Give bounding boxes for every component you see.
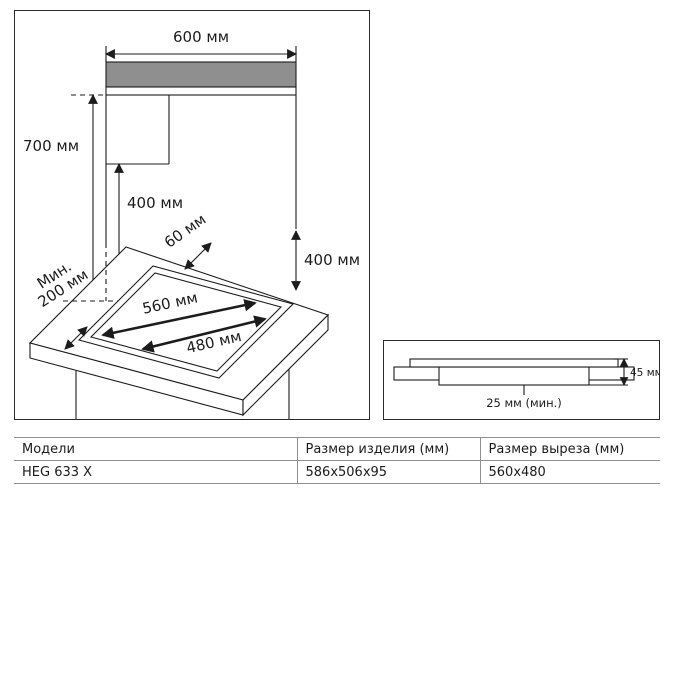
- hob-top-profile: [409, 358, 619, 368]
- installation-diagram-svg: 600 мм 700 мм 400 мм 400 мм 60 мм Мин. 2…: [23, 28, 360, 419]
- spec-cell-cutout-size: 560x480: [480, 460, 660, 484]
- cross-section-svg: 25 мм (мин.) 45 мм: [393, 358, 659, 410]
- dim-400-right-label: 400 мм: [304, 251, 360, 269]
- spec-header-models: Модели: [14, 437, 298, 461]
- min-clearance-label: 25 мм (мин.): [486, 396, 562, 410]
- dim-700-label: 700 мм: [23, 137, 79, 155]
- dim-60-label: 60 мм: [161, 210, 209, 251]
- spec-header-product-size: Размер изделия (мм): [297, 437, 481, 461]
- spec-header-cutout-size: Размер выреза (мм): [480, 437, 660, 461]
- dim-60-arrow: [184, 242, 212, 270]
- hood-strip: [105, 61, 297, 96]
- spec-cell-model: HEG 633 X: [14, 460, 298, 484]
- dim-400-left-label: 400 мм: [127, 194, 183, 212]
- dim-480-arrow: [141, 315, 267, 353]
- installation-dimensions-diagram: 600 мм 700 мм 400 мм 400 мм 60 мм Мин. 2…: [14, 10, 370, 420]
- dim-45-label: 45 мм: [630, 367, 659, 379]
- dim-45-arrow: [589, 358, 629, 386]
- dim-min200-arrow: [64, 326, 88, 350]
- hob-lower-box: [438, 366, 590, 386]
- spec-table: Модели Размер изделия (мм) Размер выреза…: [14, 437, 660, 484]
- cross-section-diagram: 25 мм (мин.) 45 мм: [383, 340, 660, 420]
- spec-table-header-row: Модели Размер изделия (мм) Размер выреза…: [14, 437, 660, 461]
- reference-dashes: [63, 243, 135, 302]
- dim-600-label: 600 мм: [173, 28, 229, 46]
- dim-600-arrow: [105, 46, 297, 62]
- spec-table-row: HEG 633 X 586x506x95 560x480: [14, 460, 660, 484]
- spec-cell-product-size: 586x506x95: [297, 460, 481, 484]
